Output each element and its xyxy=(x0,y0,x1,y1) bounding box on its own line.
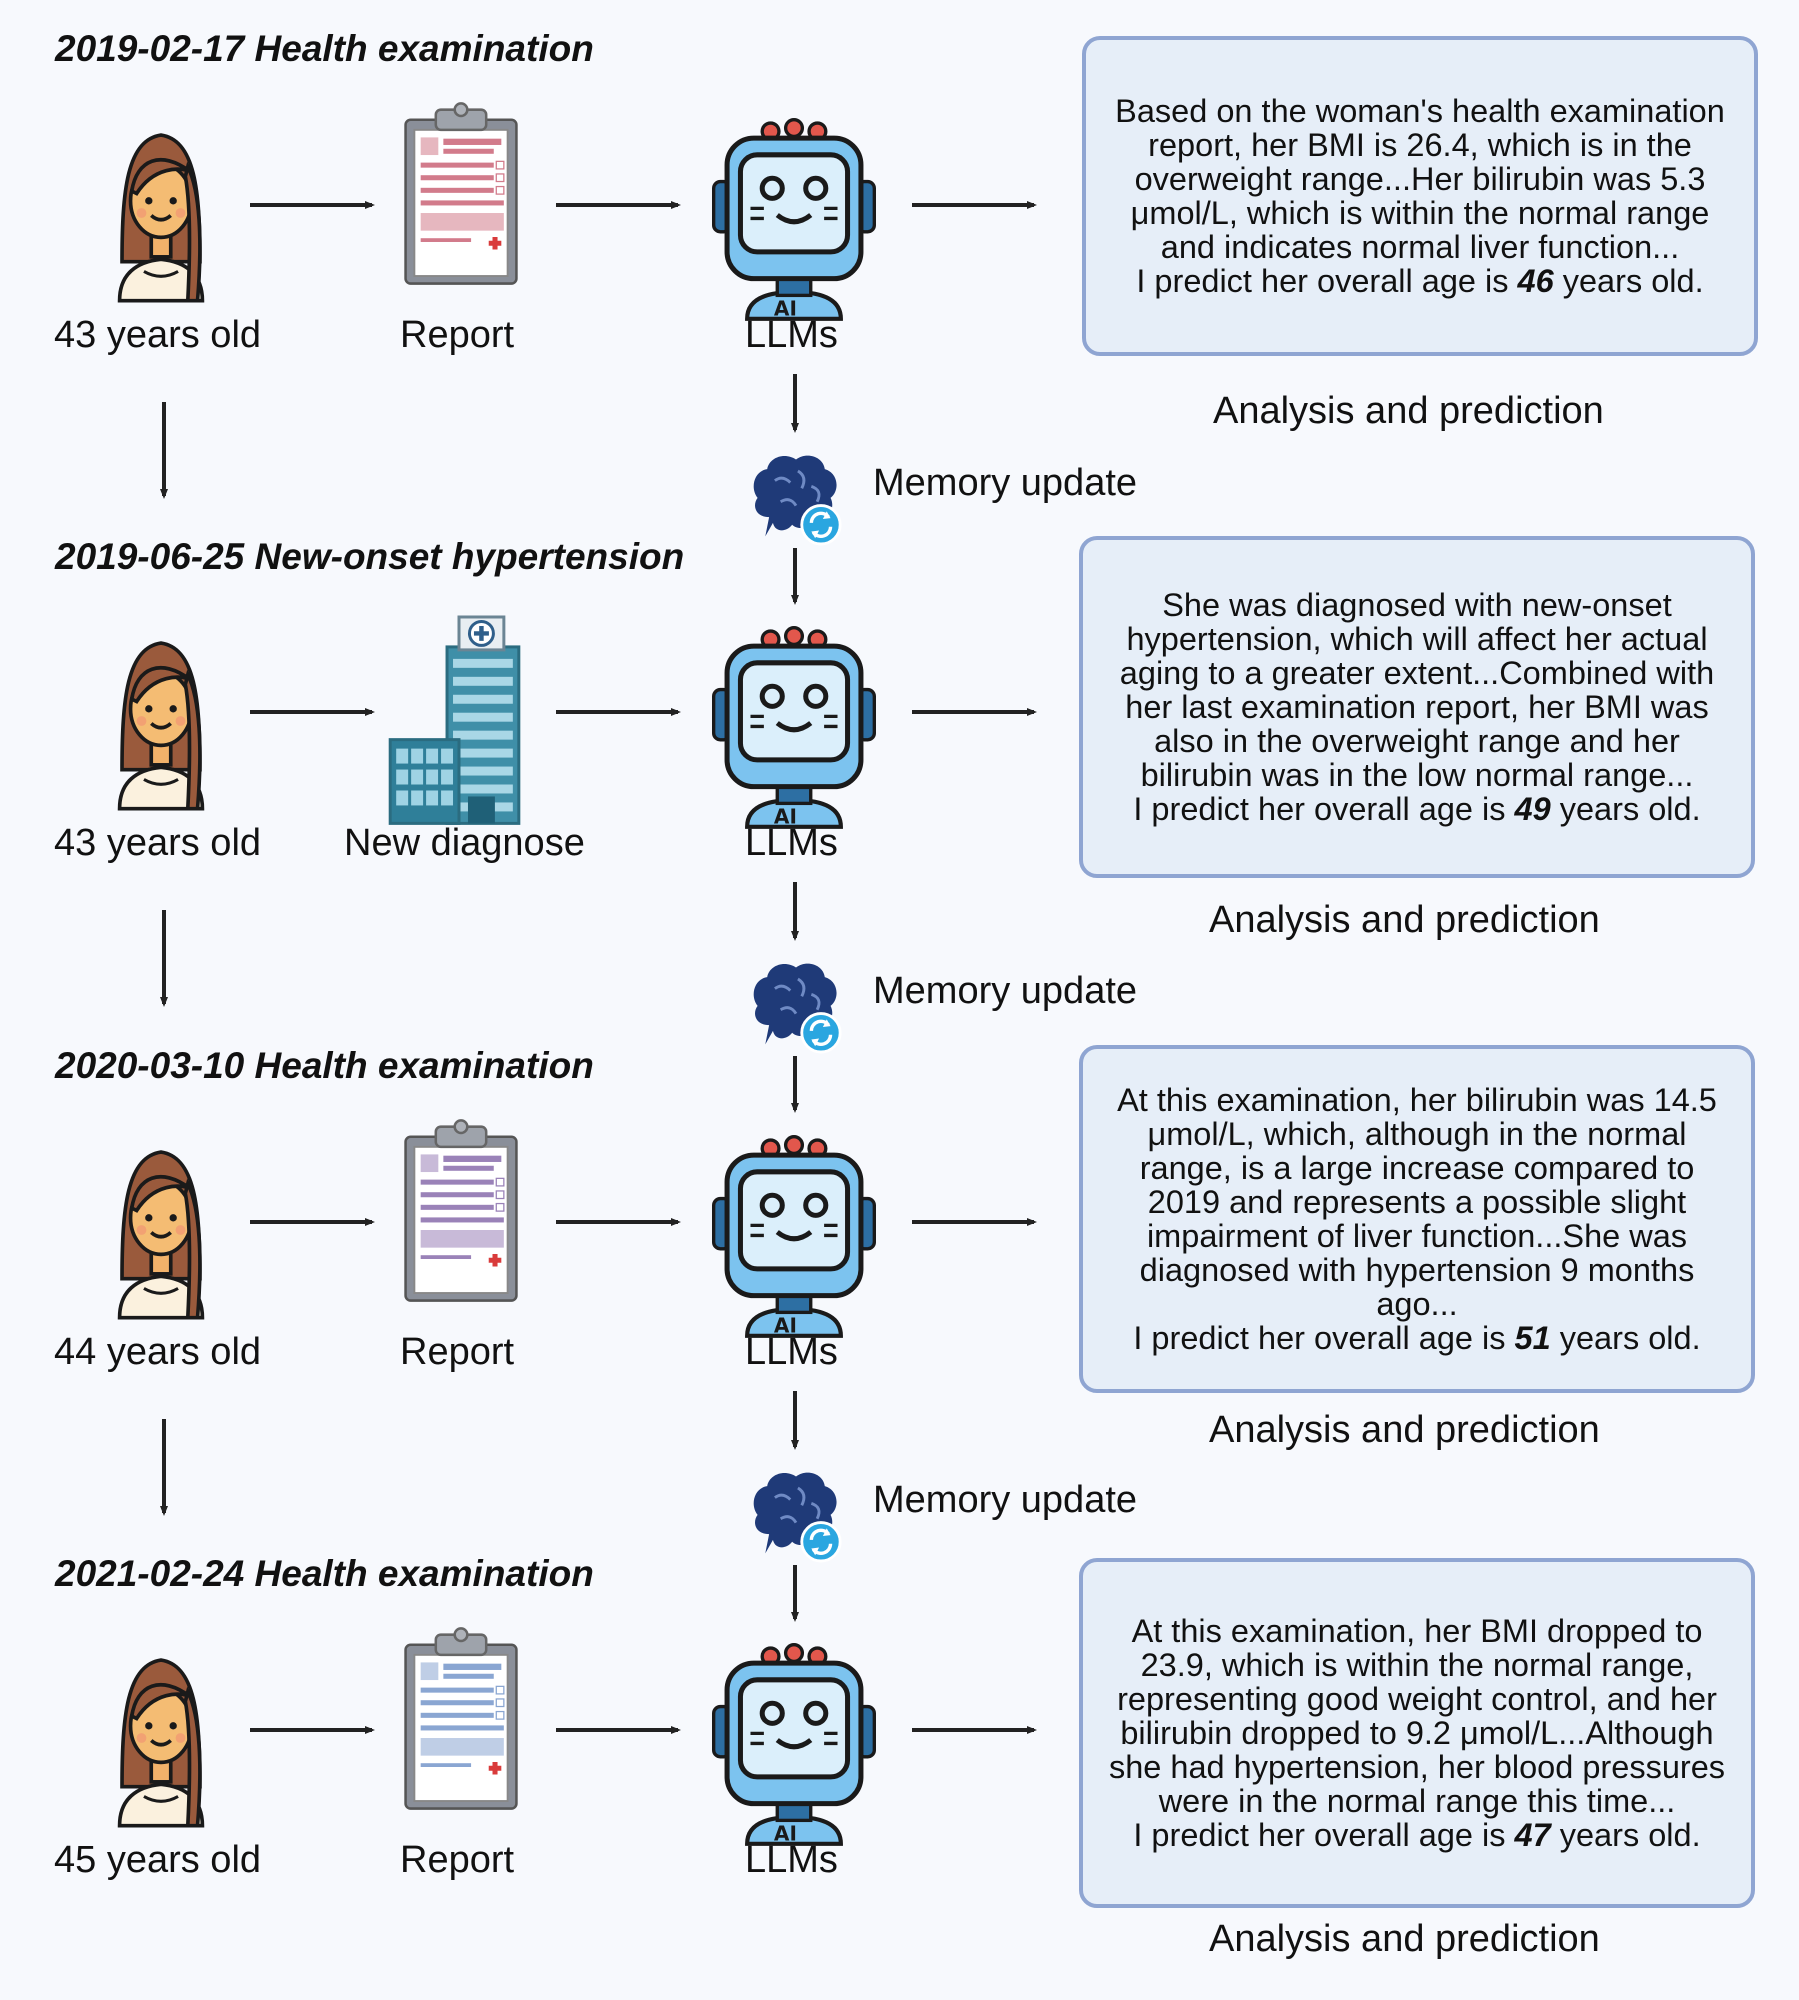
analysis-body: At this examination, her bilirubin was 1… xyxy=(1117,1082,1717,1322)
stage-title: 2020-03-10 Health examination xyxy=(55,1045,594,1086)
analysis-box: At this examination, her bilirubin was 1… xyxy=(1079,1045,1755,1393)
predicted-age: 47 xyxy=(1514,1817,1551,1853)
prediction-suffix: years old. xyxy=(1559,1320,1701,1356)
age-label: 43 years old xyxy=(54,314,262,356)
analysis-body: She was diagnosed with new-onset hyperte… xyxy=(1119,587,1715,793)
clipboard-report-icon xyxy=(404,102,518,285)
robot-llm-icon: AI xyxy=(712,626,876,829)
memory-update-label: Memory update xyxy=(873,1479,1138,1521)
llm-label: LLMs xyxy=(745,1331,838,1373)
llm-label: LLMs xyxy=(745,1839,838,1881)
prediction-prefix: I predict her overall age is xyxy=(1133,1320,1506,1356)
woman-patient-icon xyxy=(117,641,205,811)
prediction-suffix: years old. xyxy=(1559,1817,1701,1853)
hospital-icon xyxy=(388,615,521,825)
memory-brain-icon xyxy=(753,1472,842,1563)
prediction-suffix: years old. xyxy=(1562,263,1704,299)
svg-text:AI: AI xyxy=(774,804,797,828)
stage-title: 2021-02-24 Health examination xyxy=(55,1553,594,1594)
age-label: 44 years old xyxy=(54,1331,262,1373)
analysis-box: Based on the woman's health examination … xyxy=(1082,36,1758,356)
woman-patient-icon xyxy=(117,1658,205,1828)
source-label: Report xyxy=(400,314,515,356)
predicted-age: 46 xyxy=(1517,263,1554,299)
analysis-label: Analysis and prediction xyxy=(1213,390,1604,432)
memory-update-label: Memory update xyxy=(873,462,1138,504)
memory-brain-icon xyxy=(753,963,842,1054)
prediction-prefix: I predict her overall age is xyxy=(1133,791,1506,827)
analysis-box: At this examination, her BMI dropped to … xyxy=(1079,1558,1755,1908)
source-label: Report xyxy=(400,1839,515,1881)
analysis-label: Analysis and prediction xyxy=(1209,1918,1600,1960)
svg-text:AI: AI xyxy=(774,296,797,320)
svg-text:AI: AI xyxy=(774,1313,797,1337)
analysis-text: At this examination, her BMI dropped to … xyxy=(1105,1614,1729,1852)
prediction-suffix: years old. xyxy=(1559,791,1701,827)
prediction-prefix: I predict her overall age is xyxy=(1136,263,1509,299)
analysis-text: Based on the woman's health examination … xyxy=(1108,94,1732,298)
woman-patient-icon xyxy=(117,133,205,303)
svg-text:AI: AI xyxy=(774,1821,797,1845)
woman-patient-icon xyxy=(117,1150,205,1320)
llm-label: LLMs xyxy=(745,822,838,864)
analysis-text: At this examination, her bilirubin was 1… xyxy=(1105,1083,1729,1355)
source-label: Report xyxy=(400,1331,515,1373)
predicted-age: 49 xyxy=(1514,791,1551,827)
age-label: 43 years old xyxy=(54,822,262,864)
analysis-box: She was diagnosed with new-onset hyperte… xyxy=(1079,536,1755,878)
robot-llm-icon: AI xyxy=(712,117,876,321)
memory-update-label: Memory update xyxy=(873,970,1138,1012)
predicted-age: 51 xyxy=(1514,1320,1551,1356)
source-label: New diagnose xyxy=(344,822,585,864)
analysis-label: Analysis and prediction xyxy=(1209,1409,1600,1451)
analysis-body: At this examination, her BMI dropped to … xyxy=(1108,1613,1726,1819)
llm-label: LLMs xyxy=(745,314,838,356)
prediction-prefix: I predict her overall age is xyxy=(1133,1817,1506,1853)
clipboard-report-icon xyxy=(404,1627,518,1810)
clipboard-report-icon xyxy=(404,1119,518,1302)
stage-title: 2019-06-25 New-onset hypertension xyxy=(55,536,685,577)
analysis-body: Based on the woman's health examination … xyxy=(1115,93,1725,265)
memory-brain-icon xyxy=(753,455,842,546)
stage-title: 2019-02-17 Health examination xyxy=(55,28,594,69)
age-label: 45 years old xyxy=(54,1839,262,1881)
analysis-label: Analysis and prediction xyxy=(1209,899,1600,941)
robot-llm-icon: AI xyxy=(712,1643,876,1846)
analysis-text: She was diagnosed with new-onset hyperte… xyxy=(1105,588,1729,826)
robot-llm-icon: AI xyxy=(712,1135,876,1338)
